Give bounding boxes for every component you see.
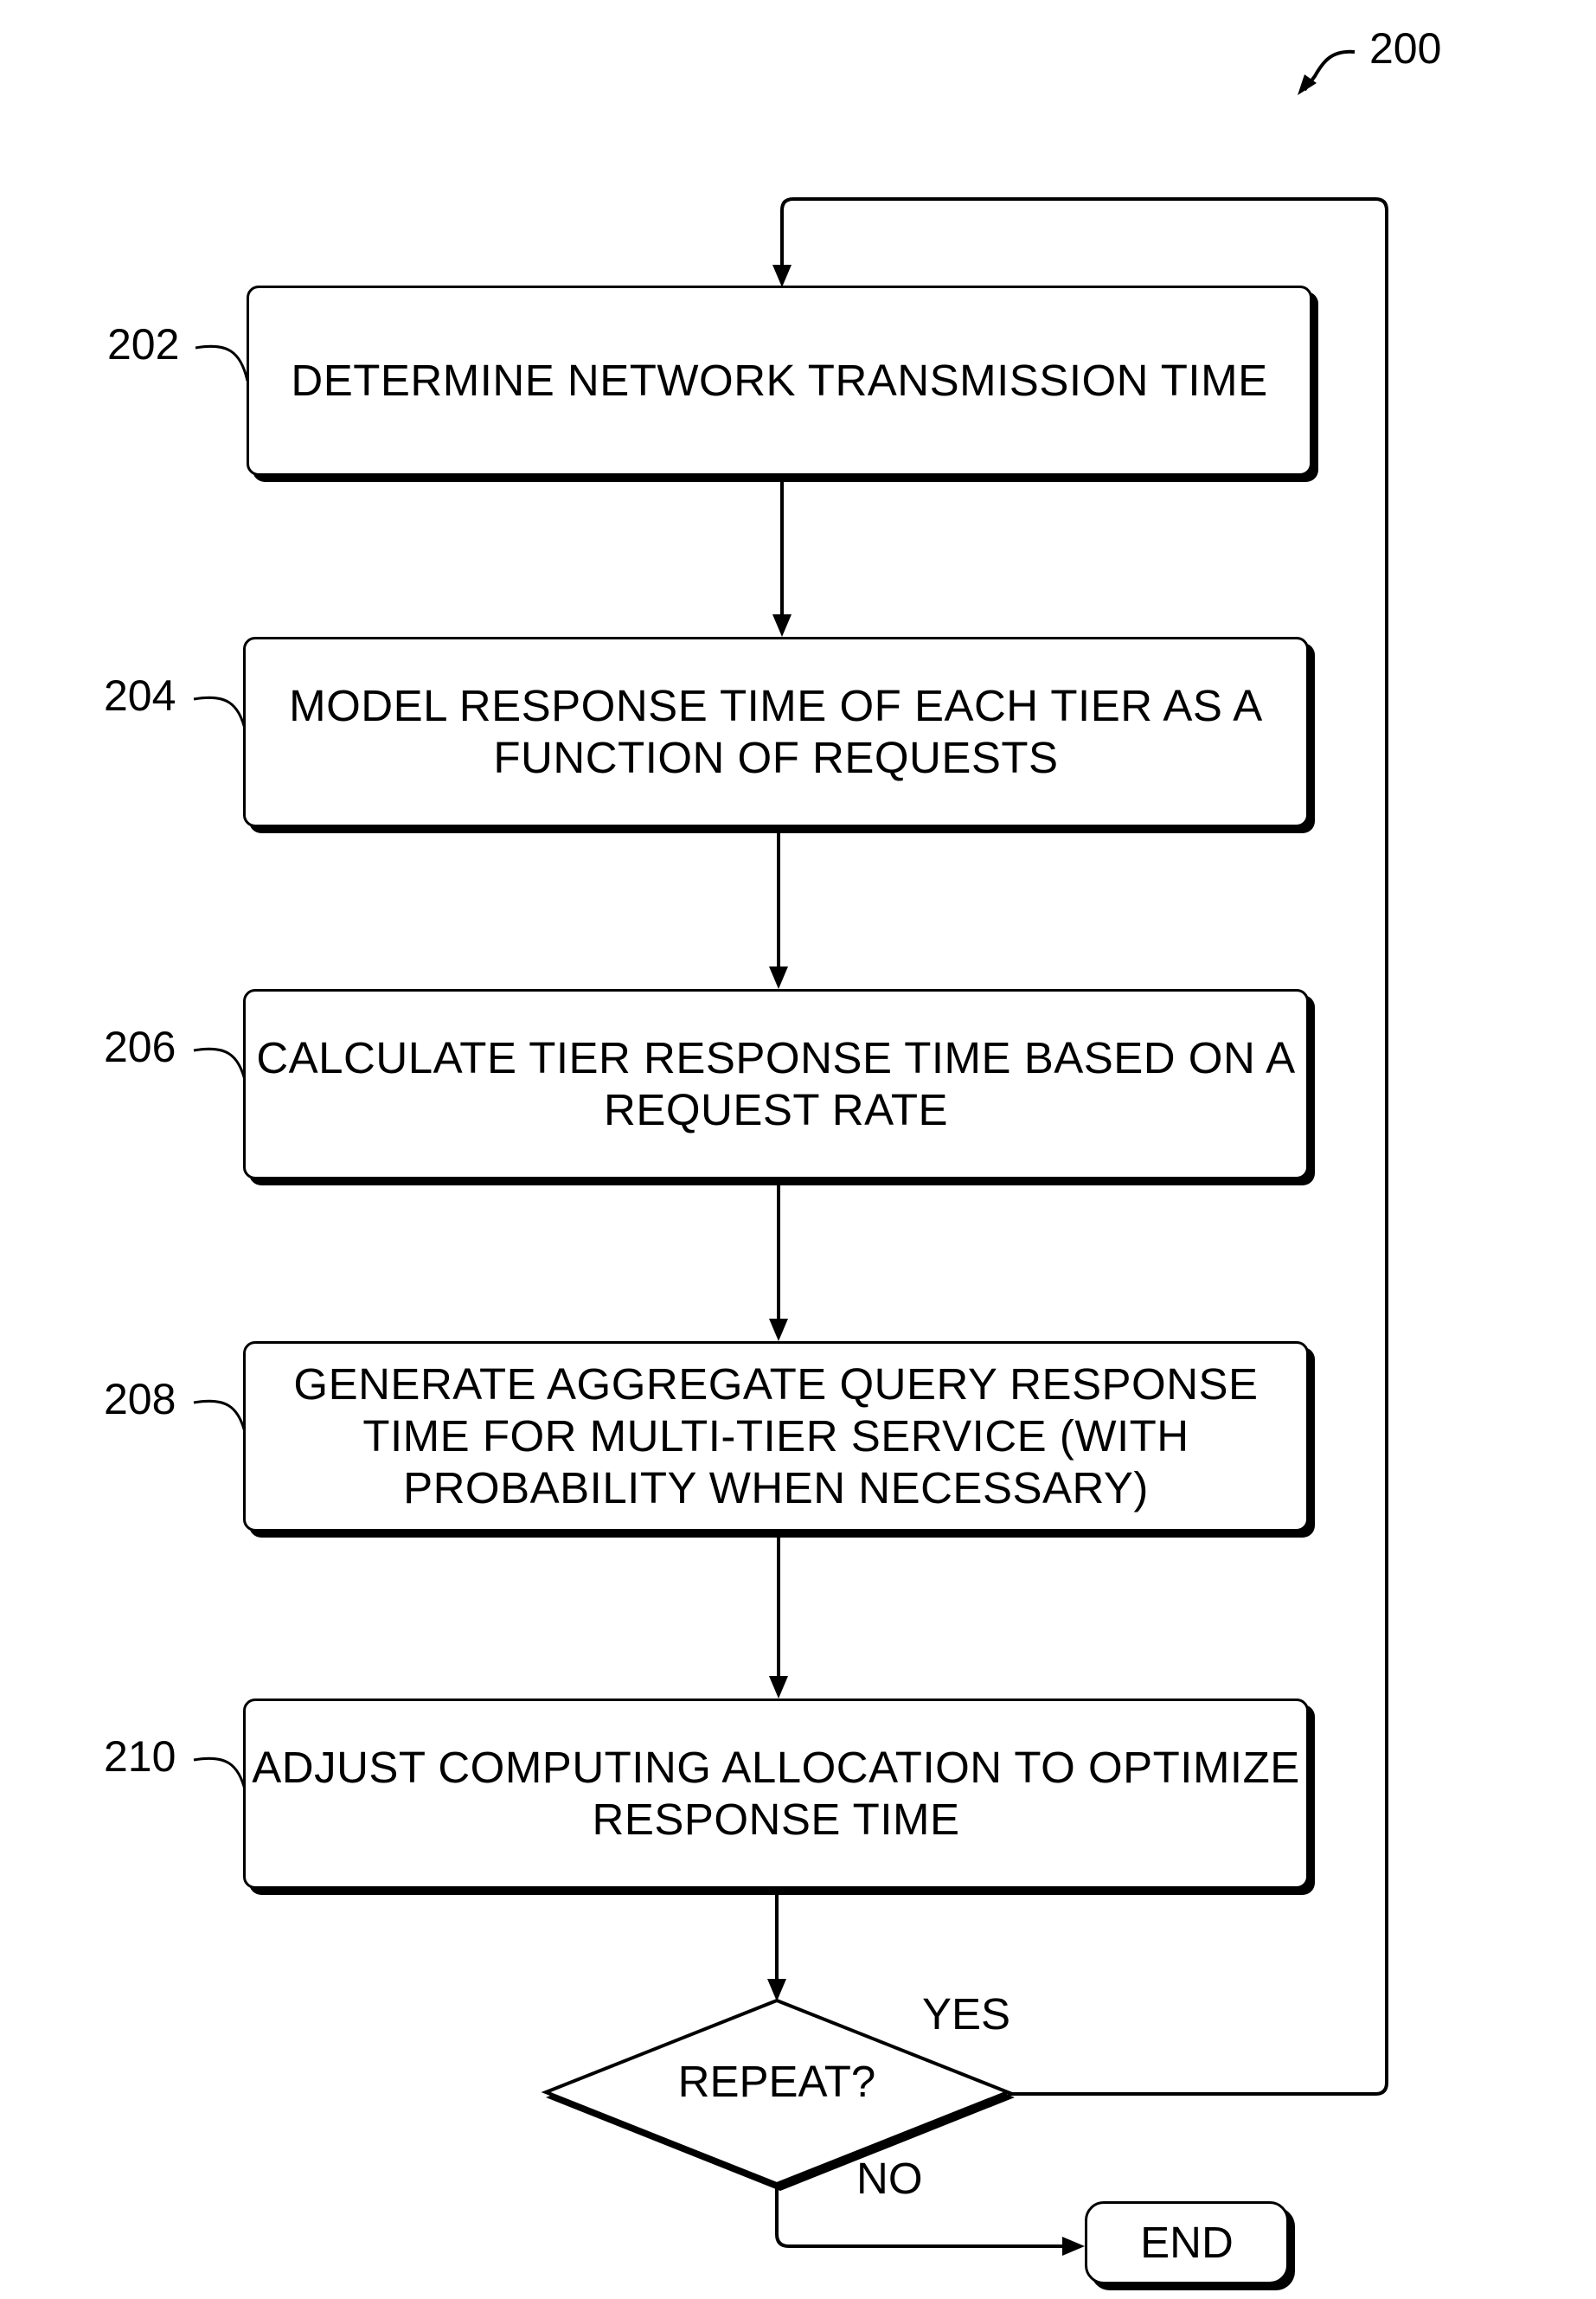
ref-label-210: 210 — [104, 1732, 176, 1781]
step-text-204: MODEL RESPONSE TIME OF EACH TIER AS A FU… — [289, 680, 1263, 784]
leader-208 — [194, 1401, 246, 1435]
end-text: END — [1140, 2219, 1234, 2267]
step-box-202: DETERMINE NETWORK TRANSMISSION TIME — [247, 286, 1312, 476]
ref-label-206: 206 — [104, 1023, 176, 1071]
leader-202 — [195, 346, 247, 381]
arrow-into-210 — [769, 1676, 788, 1699]
step-box-204: MODEL RESPONSE TIME OF EACH TIER AS A FU… — [243, 637, 1309, 827]
decision-text: REPEAT? — [543, 2058, 1010, 2106]
ref-label-208: 208 — [104, 1375, 176, 1423]
step-box-210: ADJUST COMPUTING ALLOCATION TO OPTIMIZE … — [243, 1699, 1309, 1889]
decision-no-label: NO — [856, 2155, 923, 2203]
end-terminal: END — [1085, 2201, 1289, 2284]
arrow-into-end — [1062, 2237, 1085, 2256]
leader-210 — [194, 1758, 246, 1793]
arrow-into-204 — [772, 614, 792, 637]
arrow-into-202 — [772, 265, 792, 287]
arrow-into-206 — [769, 966, 788, 989]
step-text-206: CALCULATE TIER RESPONSE TIME BASED ON A … — [256, 1032, 1295, 1136]
step-text-210: ADJUST COMPUTING ALLOCATION TO OPTIMIZE … — [252, 1742, 1300, 1846]
leader-206 — [194, 1049, 246, 1083]
decision-yes-label: YES — [922, 1990, 1010, 2039]
step-box-208: GENERATE AGGREGATE QUERY RESPONSE TIME F… — [243, 1341, 1309, 1532]
step-text-208: GENERATE AGGREGATE QUERY RESPONSE TIME F… — [293, 1358, 1258, 1514]
step-box-206: CALCULATE TIER RESPONSE TIME BASED ON A … — [243, 989, 1309, 1179]
figure-number: 200 — [1369, 24, 1441, 73]
ref-label-204: 204 — [104, 671, 176, 720]
ref-label-202: 202 — [107, 320, 179, 369]
step-text-202: DETERMINE NETWORK TRANSMISSION TIME — [291, 355, 1267, 407]
leader-204 — [194, 697, 246, 732]
arrow-into-decision — [767, 1979, 786, 2001]
arrow-into-208 — [769, 1319, 788, 1341]
